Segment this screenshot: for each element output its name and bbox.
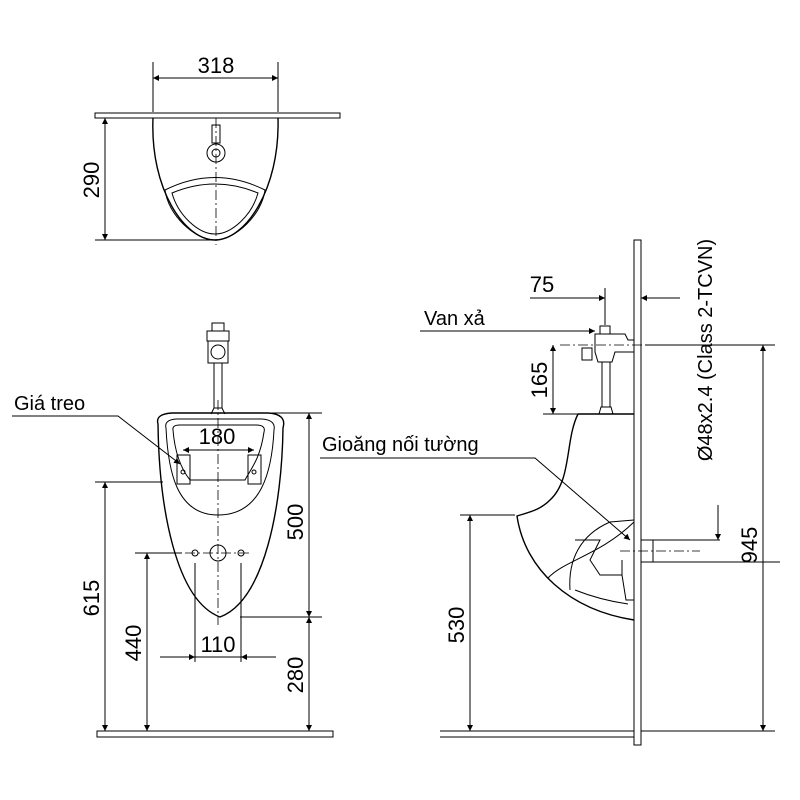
- dim-180: 180: [199, 424, 236, 449]
- flush-valve-side: [594, 333, 635, 363]
- label-gia-treo: Giá treo: [14, 393, 85, 415]
- dim-945: 945: [737, 527, 762, 564]
- bowl-rim: [164, 177, 266, 241]
- dim-440: 440: [121, 625, 146, 662]
- floor: [96, 730, 334, 738]
- bracket-right: [247, 454, 262, 485]
- front-view: Giá treo 180 500 280 615 440 110: [12, 322, 334, 738]
- dim-110: 110: [200, 632, 235, 657]
- dim-290: 290: [79, 162, 104, 199]
- outlet-hole: [209, 544, 227, 562]
- pipe-spec: Ø48x2.4 (Class 2-TCVN): [695, 239, 717, 461]
- label-gioang-noi-tuong: Gioăng nối tường: [322, 434, 479, 456]
- bowl-outline: [152, 117, 279, 241]
- dim-280: 280: [283, 657, 308, 694]
- dim-165: 165: [527, 362, 552, 399]
- urinal-rim: [165, 418, 275, 516]
- dim-530: 530: [444, 607, 469, 644]
- urinal-body: [156, 412, 285, 618]
- top-view: 318 290: [79, 53, 341, 245]
- urinal-body-side: [516, 413, 635, 621]
- side-view: Van xả 75 165 Gioăng nối tường Ø48x2.4 (…: [320, 239, 780, 746]
- dim-318: 318: [198, 53, 235, 78]
- dim-615: 615: [79, 580, 104, 617]
- dim-75: 75: [530, 272, 554, 297]
- trap: [547, 519, 635, 605]
- wall-plate: [94, 112, 341, 119]
- label-van-xa: Van xả: [424, 308, 486, 330]
- wall: [633, 239, 642, 746]
- bracket-left: [176, 454, 191, 485]
- dim-500: 500: [283, 504, 308, 541]
